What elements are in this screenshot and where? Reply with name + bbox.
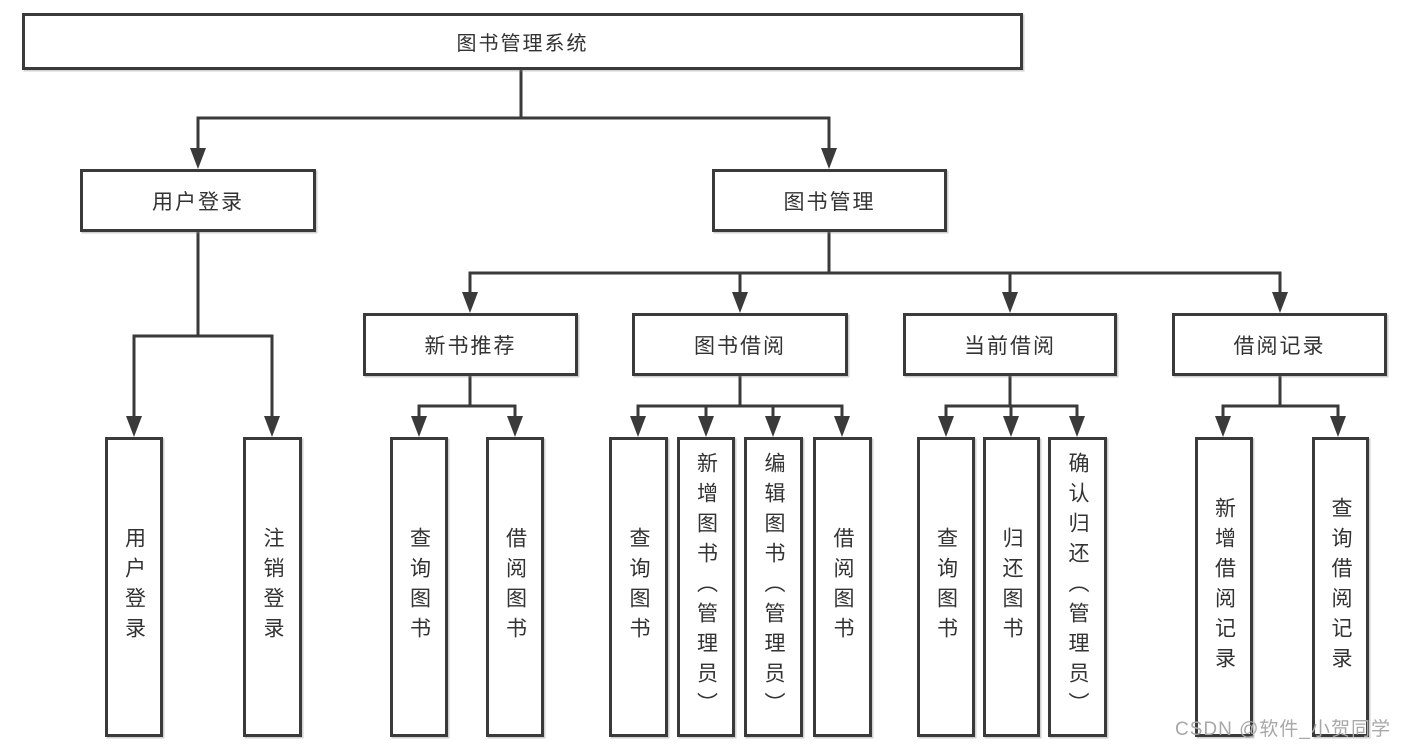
watermark: CSDN @软件_小贺同学 xyxy=(1175,719,1391,740)
leaf-query-books-borrowing: 查询图书 xyxy=(609,437,668,737)
node-book-borrowing: 图书借阅 xyxy=(632,313,848,376)
leaf-add-borrow-record: 新增借阅记录 xyxy=(1195,437,1253,737)
leaf-borrow-books-borrowing: 借阅图书 xyxy=(813,437,872,737)
node-book-management: 图书管理 xyxy=(712,169,947,232)
leaf-borrow-books-recommend: 借阅图书 xyxy=(486,437,544,737)
leaf-edit-books-admin: 编辑图书（管理员） xyxy=(744,437,803,737)
node-library-management-system: 图书管理系统 xyxy=(22,13,1023,70)
node-borrowing-records: 借阅记录 xyxy=(1172,313,1387,376)
node-new-book-recommendation: 新书推荐 xyxy=(363,313,578,376)
node-current-borrowing: 当前借阅 xyxy=(903,313,1117,376)
leaf-return-books: 归还图书 xyxy=(983,437,1040,737)
node-user-login: 用户登录 xyxy=(80,169,316,232)
leaf-user-login: 用户登录 xyxy=(105,437,163,737)
leaf-query-books-current: 查询图书 xyxy=(917,437,975,737)
leaf-confirm-return-admin: 确认归还（管理员） xyxy=(1048,437,1107,737)
leaf-add-books-admin: 新增图书（管理员） xyxy=(677,437,735,737)
leaf-query-books-recommend: 查询图书 xyxy=(390,437,448,737)
leaf-query-borrow-record: 查询借阅记录 xyxy=(1312,437,1369,737)
connector-lines xyxy=(132,68,1340,421)
leaf-logout: 注销登录 xyxy=(243,437,302,737)
arrowhead-icons xyxy=(126,148,1346,437)
